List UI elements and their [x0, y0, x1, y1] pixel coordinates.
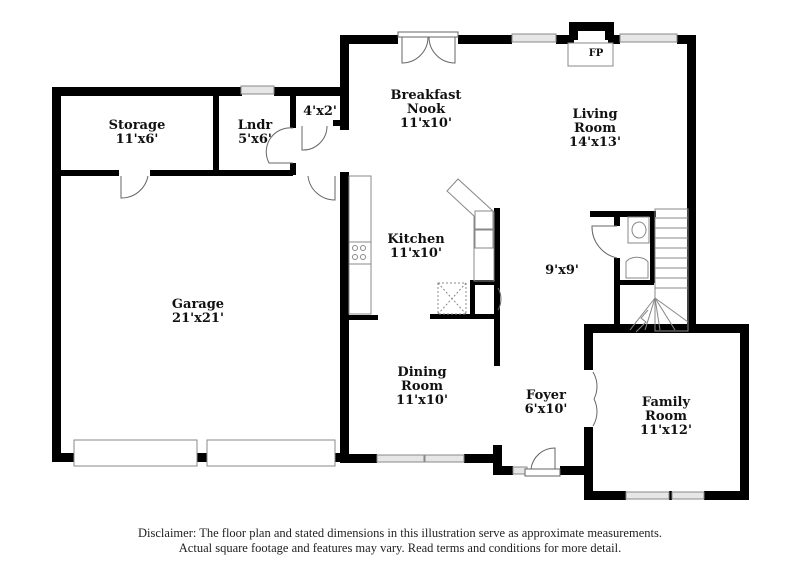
room-name: Family	[641, 395, 691, 410]
room-size: 21'x21'	[172, 311, 224, 326]
room-size: 14'x13'	[569, 135, 621, 150]
room-size: 11'x10'	[396, 393, 448, 408]
peninsula-counter	[446, 178, 495, 282]
nook-window-1	[511, 33, 557, 43]
room-name: Storage	[108, 118, 166, 133]
room-size: 11'x10'	[400, 116, 452, 131]
room-name: Lndr	[237, 118, 273, 133]
walls	[52, 22, 749, 500]
family-window-2	[671, 491, 705, 500]
room-garage: Garage 21'x21'	[172, 298, 224, 326]
room-foyer: Foyer 6'x10'	[525, 389, 568, 417]
room-name: Foyer	[526, 388, 566, 403]
room-dining: Dining Room 11'x10'	[396, 366, 448, 408]
living-window	[619, 33, 678, 43]
toilet	[625, 256, 649, 279]
room-name-2: Nook	[406, 102, 446, 117]
room-size: 11'x6'	[115, 132, 159, 147]
bath-vanity	[627, 216, 650, 244]
range	[348, 241, 372, 265]
room-name-2: Room	[401, 379, 443, 394]
garage-door-1	[73, 439, 198, 467]
room-size: 9'x9'	[545, 263, 579, 278]
room-name: Kitchen	[387, 232, 445, 247]
family-window-1	[625, 491, 670, 500]
sink-2	[474, 229, 494, 249]
room-size: 11'x10'	[390, 246, 442, 261]
garage-door-2	[206, 439, 336, 467]
room-name: Dining	[397, 365, 447, 380]
room-laundry: Lndr 5'x6'	[238, 119, 273, 147]
sink-1	[474, 210, 494, 230]
room-name: Breakfast	[390, 88, 462, 103]
windows	[240, 33, 705, 500]
room-size: 11'x12'	[640, 423, 692, 438]
room-size: 6'x10'	[524, 402, 568, 417]
disclaimer-line-1: Disclaimer: The floor plan and stated di…	[138, 526, 662, 540]
fireplace-label: FP	[588, 48, 604, 59]
fireplace-hearth	[567, 42, 614, 67]
room-kitchen: Kitchen 11'x10'	[387, 233, 444, 261]
garage-doors	[73, 439, 336, 467]
laundry-window	[240, 85, 275, 95]
counter-left	[348, 175, 372, 315]
room-name: Living	[572, 107, 618, 122]
dining-window-2	[424, 454, 465, 463]
room-size: 5'x6'	[238, 132, 272, 147]
fixtures	[348, 42, 689, 333]
refrigerator	[437, 282, 467, 315]
room-name-2: Room	[574, 121, 616, 136]
room-storage: Storage 11'x6'	[109, 119, 166, 147]
room-hall: 9'x9'	[545, 264, 579, 278]
room-name: Garage	[171, 297, 225, 312]
dining-window-1	[376, 454, 425, 463]
room-breakfast-nook: Breakfast Nook 11'x10'	[391, 89, 462, 131]
room-family: Family Room 11'x12'	[640, 396, 692, 438]
stairs	[629, 208, 689, 333]
room-name-2: Room	[645, 409, 687, 424]
room-closet: 4'x2'	[303, 105, 337, 119]
disclaimer-line-2: Actual square footage and features may v…	[178, 541, 622, 555]
room-living: Living Room 14'x13'	[569, 108, 621, 150]
disclaimer: Disclaimer: The floor plan and stated di…	[0, 526, 800, 556]
doors	[120, 31, 618, 477]
room-size: 4'x2'	[303, 104, 337, 119]
